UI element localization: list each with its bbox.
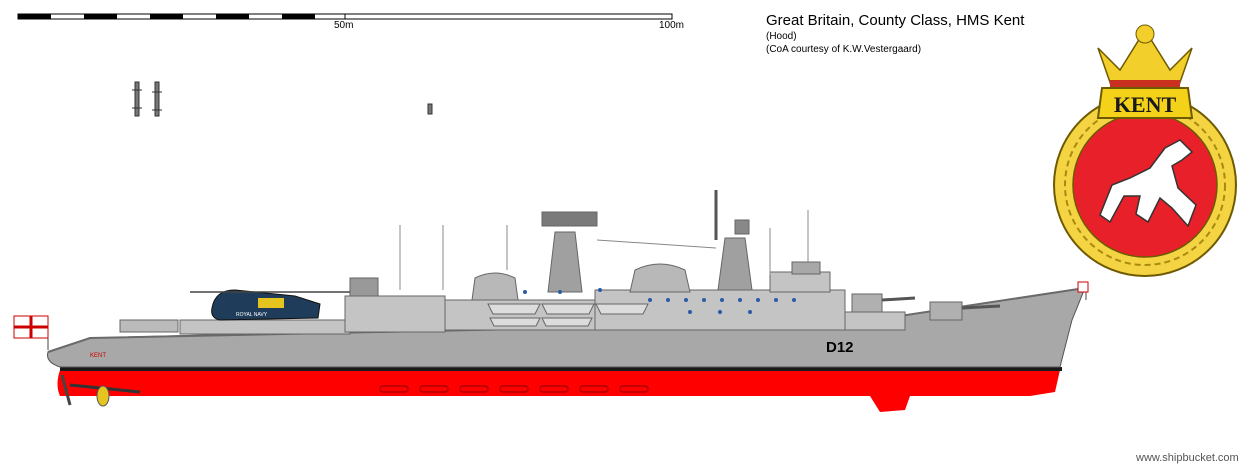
ship-portholes [523,288,796,314]
pennant-number: D12 [826,339,854,356]
jack-flag [1077,281,1089,300]
drawing-title: Great Britain, County Class, HMS Kent [766,12,1025,29]
helicopter-marking: ROYAL NAVY [236,312,268,318]
crest-name: KENT [1114,92,1177,117]
drawing-subtitle-name: (Hood) [766,31,797,42]
wessex-helicopter: ROYAL NAVY [190,289,350,321]
ship-aerials [399,210,809,290]
scale-label-50m: 50m [334,20,354,31]
drawing-subtitle-credit: (CoA courtesy of K.W.Vestergaard) [766,44,922,55]
scale-label-100m: 100m [659,20,685,31]
ship-boats [487,303,649,327]
stern-name: KENT [90,353,106,359]
stern-ensign [13,315,49,350]
ship-superstructure [119,190,1001,335]
site-credit: www.shipbucket.com [1136,452,1239,464]
ship-crest: KENT [1053,24,1237,277]
missile-icons [132,81,433,117]
scale-bar [17,13,673,20]
